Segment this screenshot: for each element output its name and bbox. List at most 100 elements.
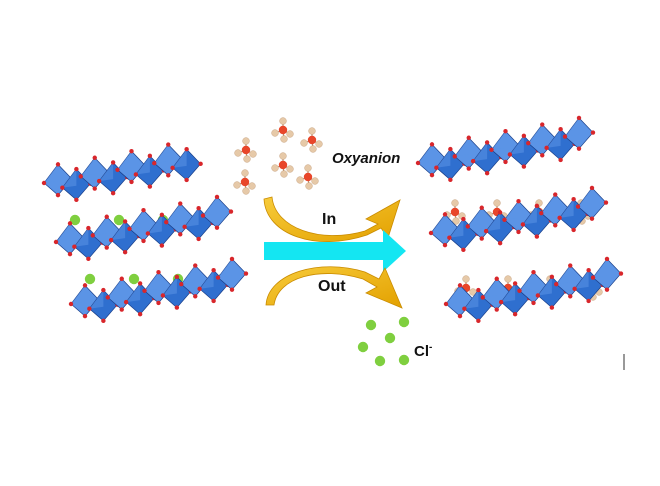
peripheral-atom <box>493 199 501 207</box>
central-atom <box>307 135 317 145</box>
octahedron-facet <box>56 223 70 242</box>
oxyanion-molecule <box>443 199 466 225</box>
oxygen-atom <box>164 219 169 225</box>
oxygen-atom <box>115 167 120 172</box>
central-atom <box>278 125 288 135</box>
oxyanion-molecule <box>233 169 256 195</box>
oxygen-atom <box>516 229 521 235</box>
central-atom <box>303 172 313 182</box>
oxygen-atom <box>178 201 183 206</box>
octahedron-facet <box>565 117 579 137</box>
oxygen-atom <box>141 207 146 213</box>
oxygen-atom <box>178 232 183 237</box>
peripheral-atom <box>315 140 323 148</box>
oxygen-atom <box>156 300 161 306</box>
oxygen-atom <box>87 306 92 311</box>
oxygen-atom <box>137 281 143 286</box>
octahedron-facet <box>126 283 141 303</box>
oxygen-atom <box>198 161 203 167</box>
oxyanion-molecule <box>234 137 257 163</box>
oxygen-atom <box>590 130 596 135</box>
oxygen-atom <box>484 171 490 176</box>
oxygen-atom <box>442 212 448 217</box>
oxygen-atom <box>133 172 139 177</box>
oxygen-atom <box>535 293 541 298</box>
oxygen-atom <box>214 225 220 230</box>
oxygen-atom <box>119 276 124 281</box>
oxygen-atom <box>447 235 452 240</box>
oxygen-atom <box>92 155 97 160</box>
oxygen-atom <box>503 159 508 165</box>
oxygen-atom <box>141 238 146 244</box>
octahedron-facet <box>541 194 556 214</box>
oxyanion-cluster <box>233 117 323 195</box>
oxygen-atom <box>122 250 128 255</box>
oxygen-atom <box>86 256 91 262</box>
oxygen-atom <box>86 225 91 231</box>
chloride-ion <box>398 354 410 366</box>
oxygen-atom <box>498 299 504 305</box>
oxygen-atom <box>549 274 555 280</box>
octahedron-facet <box>71 285 85 304</box>
oxygen-atom <box>503 128 508 134</box>
peripheral-atom <box>305 182 313 190</box>
chloride-ion <box>128 273 140 285</box>
oxygen-atom <box>461 247 466 253</box>
oxygen-atom <box>576 115 582 121</box>
oxyanion-label: Oxyanion <box>332 150 400 167</box>
oxygen-atom <box>193 294 198 299</box>
oxygen-atom <box>78 174 83 179</box>
oxygen-atom <box>200 213 206 218</box>
peripheral-atom <box>300 139 308 147</box>
oxygen-atom <box>539 210 544 216</box>
octahedron-facet <box>111 221 126 241</box>
oxygen-atom <box>476 287 481 293</box>
oxygen-atom <box>457 313 463 319</box>
oxygen-atom <box>521 133 527 139</box>
oxygen-atom <box>448 146 453 152</box>
peripheral-atom <box>504 275 512 283</box>
oxygen-atom <box>568 263 573 268</box>
oxygen-atom <box>182 224 187 230</box>
peripheral-atom <box>296 176 304 184</box>
peripheral-atom <box>309 145 317 153</box>
octahedron-facet <box>418 144 432 163</box>
octahedron-facet <box>482 278 497 298</box>
octahedron-facet <box>203 196 217 216</box>
peripheral-atom <box>233 181 241 189</box>
in-arrow-icon <box>263 196 401 243</box>
oxygen-atom <box>184 177 189 183</box>
oxygen-atom <box>174 305 180 310</box>
oxygen-atom <box>531 269 536 275</box>
oxygen-atom <box>82 313 88 319</box>
oxygen-atom <box>589 185 595 191</box>
octahedron-facet <box>522 205 537 225</box>
left-layer-middle <box>53 194 234 262</box>
oxygen-atom <box>90 233 95 238</box>
oxygen-atom <box>105 295 110 300</box>
oxygen-atom <box>442 242 448 248</box>
oxygen-atom <box>101 287 106 293</box>
oxygen-atom <box>586 268 591 273</box>
oxygen-atom <box>215 275 221 280</box>
oxygen-atom <box>129 179 134 185</box>
peripheral-atom <box>280 135 288 143</box>
oxygen-atom <box>74 166 79 172</box>
oxygen-atom <box>68 301 74 307</box>
oxygen-atom <box>465 224 470 229</box>
oxygen-atom <box>152 160 157 166</box>
peripheral-atom <box>243 155 251 163</box>
oxygen-atom <box>604 256 610 262</box>
oxygen-atom <box>429 172 435 178</box>
oxygen-atom <box>553 223 558 228</box>
octahedron-facet <box>491 131 506 150</box>
oxygen-atom <box>494 307 499 312</box>
oxygen-atom <box>479 236 484 241</box>
oxygen-atom <box>108 237 114 243</box>
central-atom <box>240 177 250 187</box>
oxygen-atom <box>145 231 151 236</box>
octahedron-facet <box>129 210 144 229</box>
octahedron-facet <box>89 290 104 309</box>
octahedron-facet <box>578 187 592 207</box>
